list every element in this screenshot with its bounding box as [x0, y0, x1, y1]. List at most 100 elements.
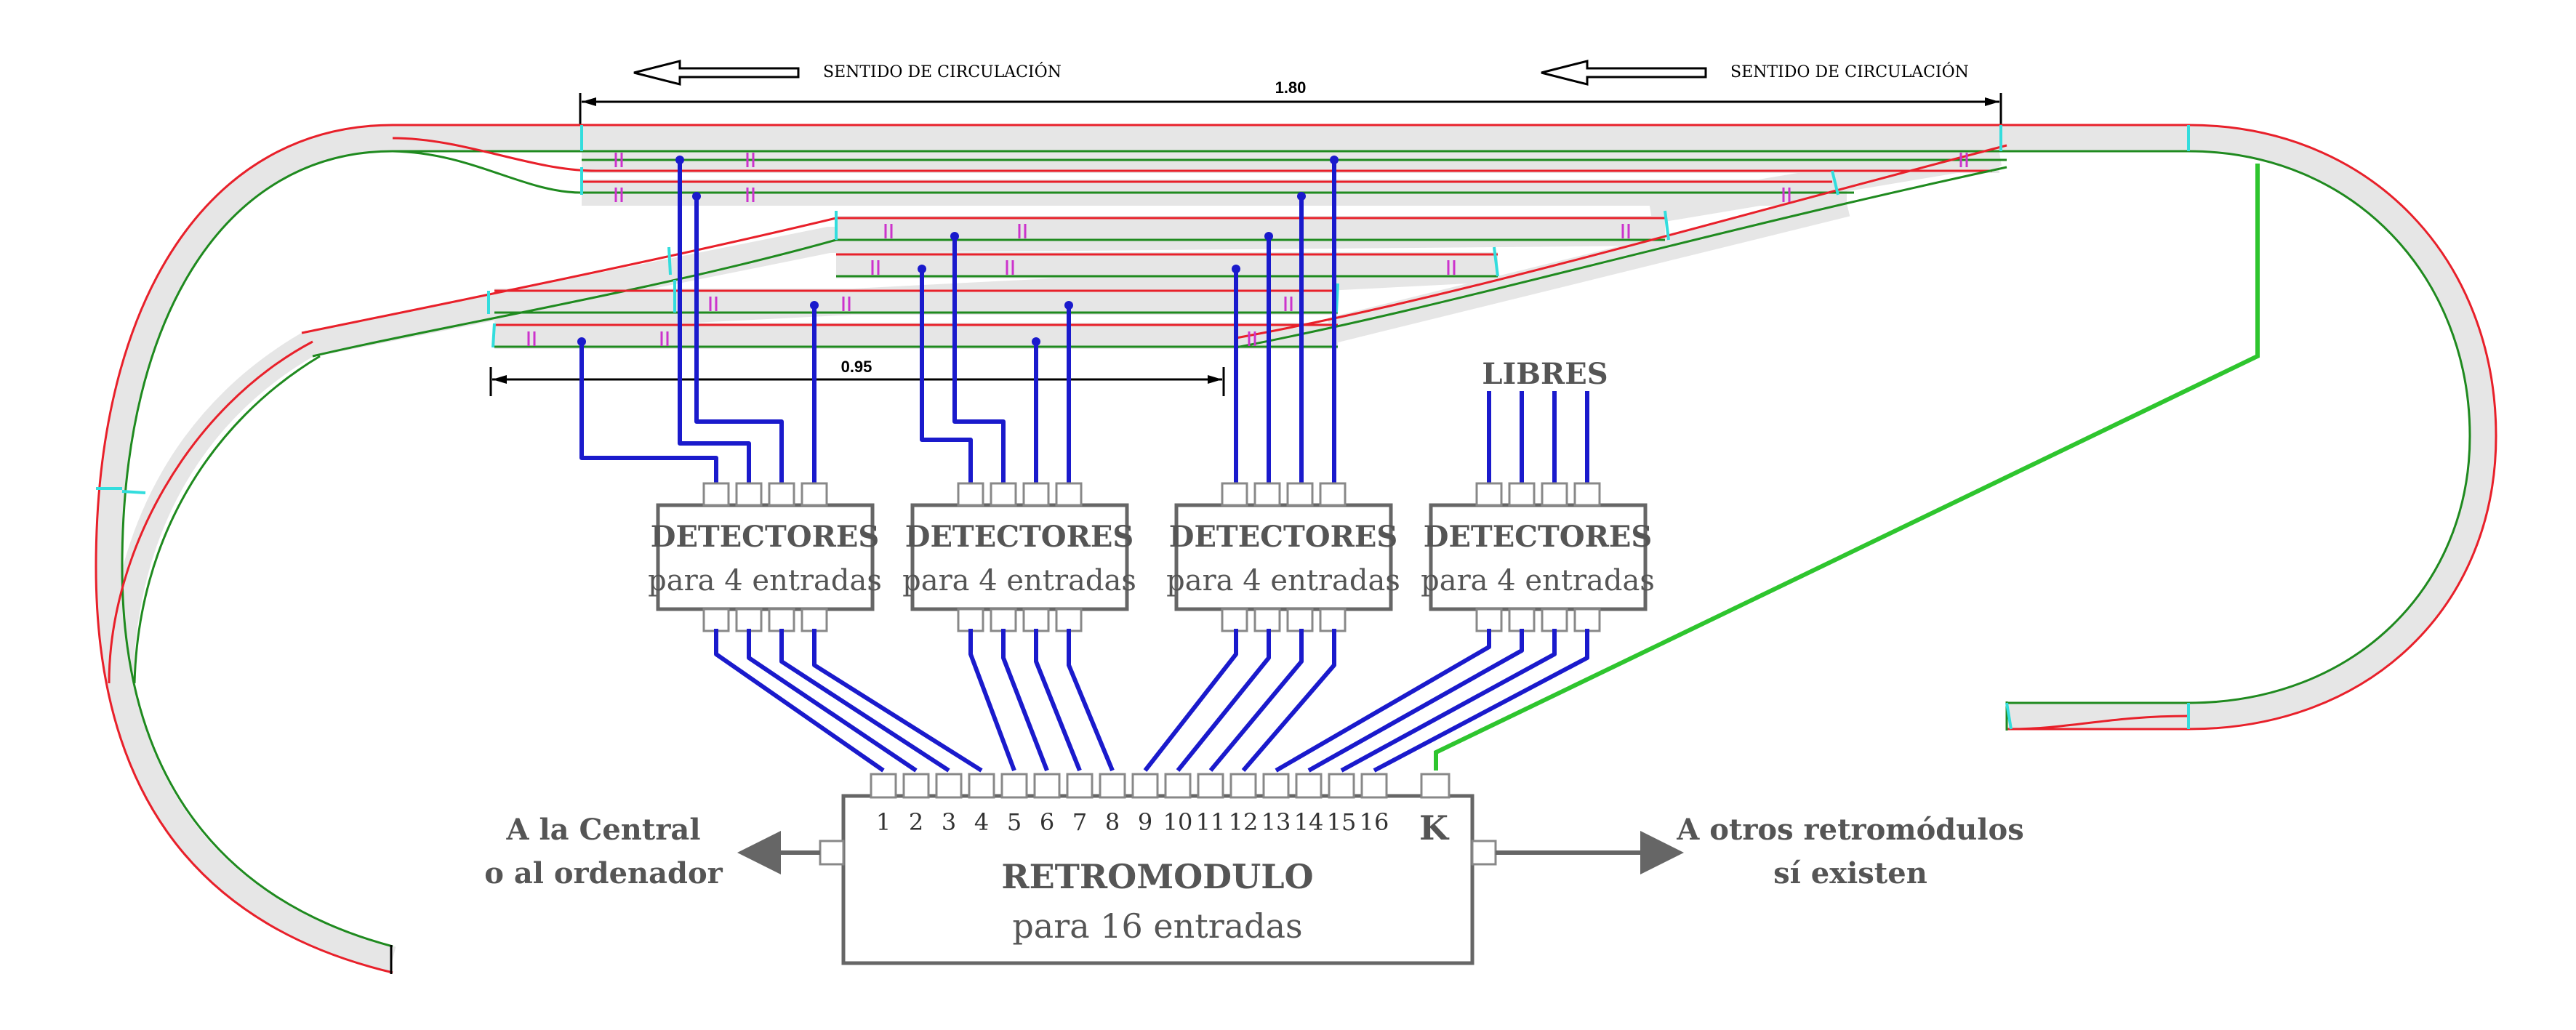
direction-indicator-right: SENTIDO DE CIRCULACIÓN — [1541, 60, 1969, 86]
detector-pin-top — [1022, 482, 1050, 507]
rail-joints — [96, 125, 2190, 730]
detector-box: DETECTORES para 4 entradas — [1421, 482, 1655, 632]
retromodulo-pin — [935, 773, 963, 799]
retromodulo-pin — [902, 773, 930, 799]
detector-box: DETECTORES para 4 entradas — [648, 482, 882, 632]
detector-subtitle: para 4 entradas — [648, 564, 882, 598]
detector-boxes: DETECTORES para 4 entradas DETECTORES para … — [648, 482, 1655, 632]
retromodulo-pin-label: 7 — [1072, 808, 1087, 836]
retromodulo-pin — [870, 773, 897, 799]
retromodulo-pin — [1066, 773, 1094, 799]
track-layout — [95, 124, 2497, 974]
retromodulo-pin — [1099, 773, 1126, 799]
retromodulo-pin — [1229, 773, 1257, 799]
detector-pin-top — [990, 482, 1017, 507]
retromodulo-pin-label: 8 — [1105, 808, 1120, 836]
detector-pin-top — [1475, 482, 1503, 507]
feeder-points — [577, 156, 1339, 346]
retromodulo-pin-label: 14 — [1294, 808, 1324, 836]
retromodulo-pin-label: 10 — [1163, 808, 1193, 836]
detector-pin-bottom — [1319, 608, 1347, 632]
direction-label-left: SENTIDO DE CIRCULACIÓN — [823, 62, 1062, 81]
feeder-wires — [579, 160, 1589, 483]
detector-pin-top — [1573, 482, 1601, 507]
detector-pin-bottom — [1573, 608, 1601, 632]
detector-title: DETECTORES — [651, 520, 880, 554]
retromodulo-pin — [1000, 773, 1028, 799]
retromodulo-pin — [1360, 773, 1388, 799]
k-pin-label: K — [1419, 808, 1450, 848]
detector-pin-bottom — [1286, 608, 1314, 632]
right-connection-line2: sí existen — [1773, 856, 1927, 890]
right-connection-line1: A otros retromódulos — [1676, 813, 2024, 847]
retromodulo-pin-label: 5 — [1007, 808, 1022, 836]
detector-pin-top — [1253, 482, 1281, 507]
detector-subtitle: para 4 entradas — [1166, 564, 1400, 598]
retromodulo-pin-label: 16 — [1360, 808, 1389, 836]
detector-pin-bottom — [768, 608, 795, 632]
retromodulo-pin-label: 12 — [1229, 808, 1259, 836]
detector-pin-top — [1286, 482, 1314, 507]
detector-pin-top — [1055, 482, 1083, 507]
hollow-arrow-left-icon — [633, 60, 800, 86]
libres-label: LIBRES — [1482, 357, 1608, 391]
retro-wires — [714, 629, 1589, 773]
detector-pin-bottom — [1055, 608, 1083, 632]
retromodulo-pin-label: 15 — [1327, 808, 1357, 836]
retromodulo-pin — [1328, 773, 1355, 799]
detector-pin-top — [735, 482, 763, 507]
detector-pin-top — [702, 482, 730, 507]
retromodulo-pin — [1295, 773, 1323, 799]
left-connection: A la Central o al ordenador — [484, 813, 820, 890]
left-connection-line1: A la Central — [505, 813, 700, 847]
detector-box: DETECTORES para 4 entradas — [1166, 482, 1400, 632]
retromodulo-pin-label: 4 — [974, 808, 989, 836]
retromodulo-pin-label: 6 — [1040, 808, 1054, 836]
detector-pin-bottom — [801, 608, 828, 632]
retromodulo-pin — [1033, 773, 1061, 799]
retromodulo-pin — [968, 773, 995, 799]
detector-subtitle: para 4 entradas — [902, 564, 1136, 598]
detector-pin-bottom — [702, 608, 730, 632]
detector-pin-bottom — [990, 608, 1017, 632]
detector-pin-bottom — [1541, 608, 1568, 632]
detector-pin-bottom — [957, 608, 984, 632]
detector-pin-top — [1319, 482, 1347, 507]
retromodulo-pin — [1197, 773, 1224, 799]
retromodulo-pin-label: 3 — [942, 808, 956, 836]
detector-title: DETECTORES — [1169, 520, 1398, 554]
dimension-top: 1.80 — [579, 79, 2002, 129]
detector-pin-top — [1221, 482, 1248, 507]
detector-pin-bottom — [1022, 608, 1050, 632]
detector-pin-bottom — [1508, 608, 1536, 632]
detector-pin-bottom — [1475, 608, 1503, 632]
retromodulo-pin — [1164, 773, 1192, 799]
retromodulo-pin-label: 2 — [909, 808, 923, 836]
detector-pin-top — [801, 482, 828, 507]
isolation-gaps — [527, 153, 1968, 346]
outer-loop-rail-green — [121, 150, 2471, 948]
detector-title: DETECTORES — [905, 520, 1134, 554]
retromodulo-pin-label: 1 — [876, 808, 891, 836]
detector-pin-bottom — [1253, 608, 1281, 632]
detector-title: DETECTORES — [1424, 520, 1653, 554]
dimension-top-label: 1.80 — [1275, 79, 1307, 97]
retromodulo-subtitle: para 16 entradas — [1012, 906, 1302, 946]
dimension-siding-label: 0.95 — [841, 358, 872, 376]
direction-label-right: SENTIDO DE CIRCULACIÓN — [1730, 62, 1969, 81]
retromodulo-pin-label: 9 — [1138, 808, 1152, 836]
dimension-siding: 0.95 — [489, 358, 1225, 396]
detector-box: DETECTORES para 4 entradas — [902, 482, 1136, 632]
outer-loop-rail-red — [95, 124, 2497, 974]
k-pin — [1420, 773, 1450, 799]
detector-pin-top — [957, 482, 984, 507]
detector-pin-top — [768, 482, 795, 507]
detector-subtitle: para 4 entradas — [1421, 564, 1655, 598]
left-connector — [819, 840, 845, 866]
retromodulo-pin-label: 11 — [1196, 808, 1226, 836]
common-return-wire — [1434, 164, 2260, 771]
right-connector — [1471, 840, 1497, 866]
